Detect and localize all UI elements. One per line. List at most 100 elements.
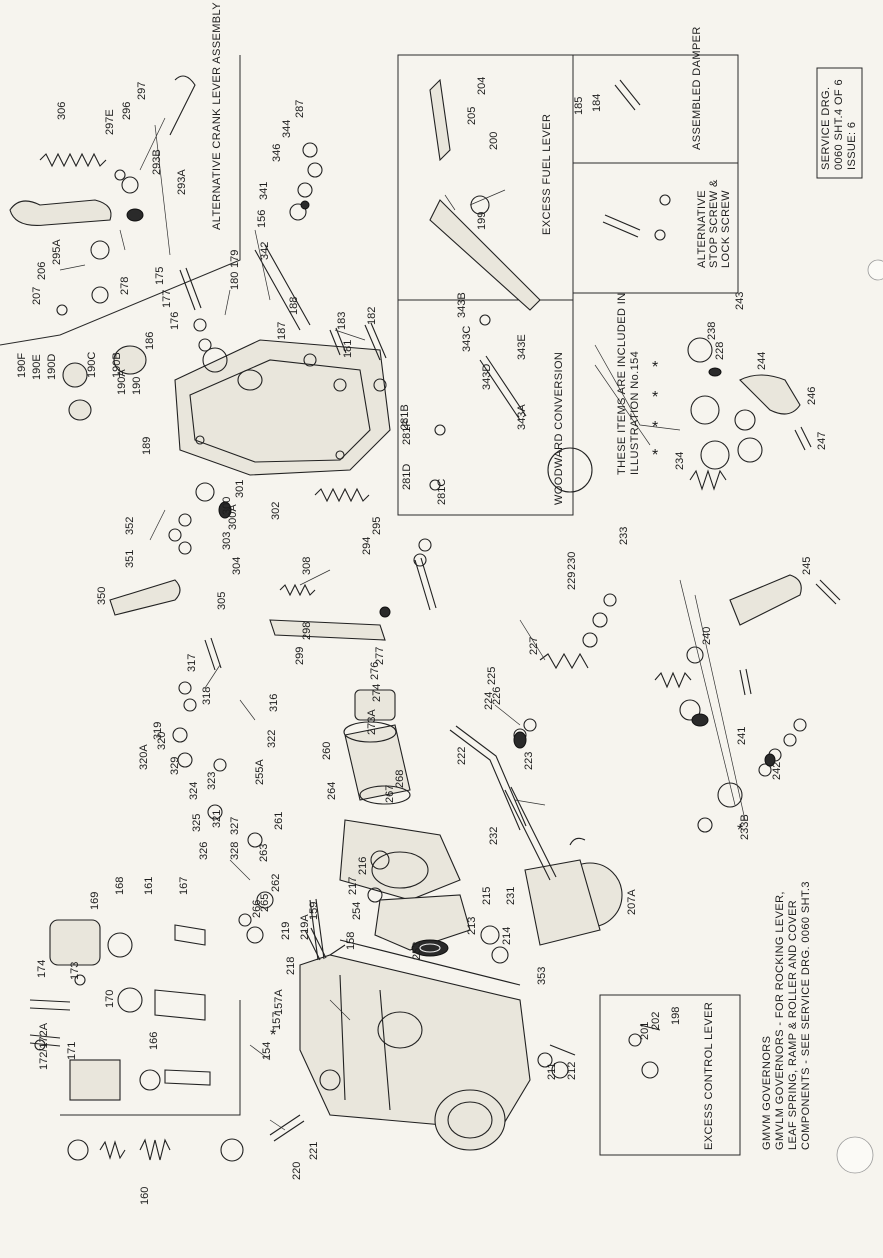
part-label: 175 bbox=[154, 267, 166, 285]
flyweight-assembly bbox=[339, 689, 471, 957]
part-label: 159 bbox=[308, 902, 320, 920]
part-label: 186 bbox=[144, 332, 156, 350]
part-label: 346 bbox=[271, 144, 283, 162]
part-label: 199 bbox=[476, 212, 488, 230]
sealing-rings bbox=[126, 200, 776, 767]
part-label: 342 bbox=[259, 242, 271, 260]
part-label: 281B bbox=[399, 404, 411, 430]
part-label: 174 bbox=[36, 960, 48, 978]
part-label: 297E bbox=[104, 109, 116, 135]
levers bbox=[9, 78, 802, 641]
part-label: 177 bbox=[161, 290, 173, 308]
part-label: 316 bbox=[268, 694, 280, 712]
part-label: 204 bbox=[476, 77, 488, 95]
part-label: 167 bbox=[178, 877, 190, 895]
part-label: 343A bbox=[516, 404, 528, 430]
part-label: 190C bbox=[86, 352, 98, 378]
part-label: 156 bbox=[256, 210, 268, 228]
part-label: 320 bbox=[156, 732, 168, 750]
part-label: 299 bbox=[294, 647, 306, 665]
part-label: 255A bbox=[254, 759, 266, 785]
part-label: 213 bbox=[466, 917, 478, 935]
note-included: THESE ITEMS ARE INCLUDED IN ILLUSTRATION… bbox=[616, 292, 641, 475]
part-label: 278 bbox=[119, 277, 131, 295]
part-label: 190B bbox=[111, 352, 123, 378]
part-label: 287 bbox=[294, 100, 306, 118]
damper-unit bbox=[524, 837, 623, 946]
part-label: 303 bbox=[221, 532, 233, 550]
part-label: 301 bbox=[234, 480, 246, 498]
part-label: 201 bbox=[639, 1022, 651, 1040]
note-gmvm: GMVM GOVERNORS GMVLM GOVERNORS - FOR ROC… bbox=[761, 881, 812, 1150]
part-label: 154 bbox=[261, 1042, 273, 1060]
caption-excess-control: EXCESS CONTROL LEVER bbox=[703, 1002, 715, 1150]
svg-text:*: * bbox=[652, 359, 658, 376]
part-label: 322 bbox=[266, 730, 278, 748]
part-label: 173 bbox=[69, 962, 81, 980]
part-label: 221 bbox=[308, 1142, 320, 1160]
caption-alt-stop: ALTERNATIVE STOP SCREW & LOCK SCREW bbox=[696, 179, 732, 268]
part-label: 228 bbox=[714, 342, 726, 360]
part-label: 343D bbox=[481, 364, 493, 390]
svg-text:LOCK SCREW: LOCK SCREW bbox=[720, 190, 732, 268]
title-block: SERVICE DRG. 0060 SHT.4 OF 6 ISSUE: 6 bbox=[820, 79, 858, 170]
part-label: 351 bbox=[124, 550, 136, 568]
part-label: 217 bbox=[347, 877, 359, 895]
part-label: 329 bbox=[169, 757, 181, 775]
part-label: 206 bbox=[36, 262, 48, 280]
part-label: 243 bbox=[734, 292, 746, 310]
fasteners-and-shafts bbox=[29, 75, 841, 1142]
part-label: 268 bbox=[394, 770, 406, 788]
part-label: 326 bbox=[198, 842, 210, 860]
title-line-2: 0060 SHT.4 OF 6 bbox=[833, 79, 845, 170]
part-label: 344 bbox=[281, 120, 293, 138]
part-label: 343E bbox=[516, 334, 528, 360]
part-label: 168 bbox=[114, 877, 126, 895]
svg-text:COMPONENTS - SEE SERVICE DRG.: COMPONENTS - SEE SERVICE DRG. 0060 SHT.3 bbox=[800, 881, 812, 1150]
svg-text:GMVLM GOVERNORS - FOR ROCKING: GMVLM GOVERNORS - FOR ROCKING LEVER, bbox=[774, 891, 786, 1150]
part-label: 319 bbox=[152, 722, 164, 740]
part-label: 172/172A bbox=[38, 1022, 50, 1070]
part-label: 281C bbox=[436, 479, 448, 505]
part-label: 190 bbox=[131, 377, 143, 395]
part-label: 198 bbox=[670, 1007, 682, 1025]
part-label: 325 bbox=[191, 814, 203, 832]
part-label: 320A bbox=[138, 744, 150, 770]
part-label: 353 bbox=[536, 967, 548, 985]
svg-text:LEAF SPRING, RAMP & ROLLER AND: LEAF SPRING, RAMP & ROLLER AND COVER bbox=[787, 900, 799, 1150]
part-label: 238 bbox=[706, 322, 718, 340]
part-label: 220 bbox=[291, 1162, 303, 1180]
caption-woodward: WOODWARD CONVERSION bbox=[553, 352, 565, 505]
title-line-1: SERVICE DRG. bbox=[820, 87, 832, 170]
part-label: 176 bbox=[169, 312, 181, 330]
part-number-labels: 306297296297E293B293A295A206207278287344… bbox=[16, 77, 828, 1205]
part-label: 234 bbox=[674, 452, 686, 470]
part-label: 262 bbox=[270, 874, 282, 892]
title-line-3: ISSUE: 6 bbox=[846, 122, 858, 170]
part-label: 343C bbox=[461, 326, 473, 352]
part-label: 318 bbox=[201, 687, 213, 705]
part-label: 261 bbox=[273, 812, 285, 830]
part-label: 190A bbox=[116, 369, 128, 395]
part-label: 214 bbox=[501, 927, 513, 945]
part-label: 190F bbox=[16, 353, 28, 378]
part-label: 295 bbox=[371, 517, 383, 535]
part-label: 219A bbox=[299, 914, 311, 940]
part-label: 188 bbox=[288, 297, 300, 315]
part-label: 202 bbox=[650, 1012, 662, 1030]
part-label: 158 bbox=[345, 932, 357, 950]
part-label: 170 bbox=[104, 990, 116, 1008]
part-label: 281F bbox=[401, 420, 413, 445]
part-label: 253 bbox=[411, 942, 423, 960]
part-label: 294 bbox=[361, 537, 373, 555]
asterisk-marks: ** ** ** bbox=[270, 359, 743, 1044]
part-label: 161 bbox=[143, 877, 155, 895]
part-label: 254 bbox=[351, 902, 363, 920]
caption-excess-fuel: EXCESS FUEL LEVER bbox=[541, 114, 553, 235]
part-label: 246 bbox=[806, 387, 818, 405]
part-label: 185 bbox=[573, 97, 585, 115]
springs bbox=[39, 152, 727, 1161]
part-label: 207 bbox=[31, 287, 43, 305]
svg-text:*: * bbox=[652, 447, 658, 464]
part-label: 207A bbox=[626, 889, 638, 915]
